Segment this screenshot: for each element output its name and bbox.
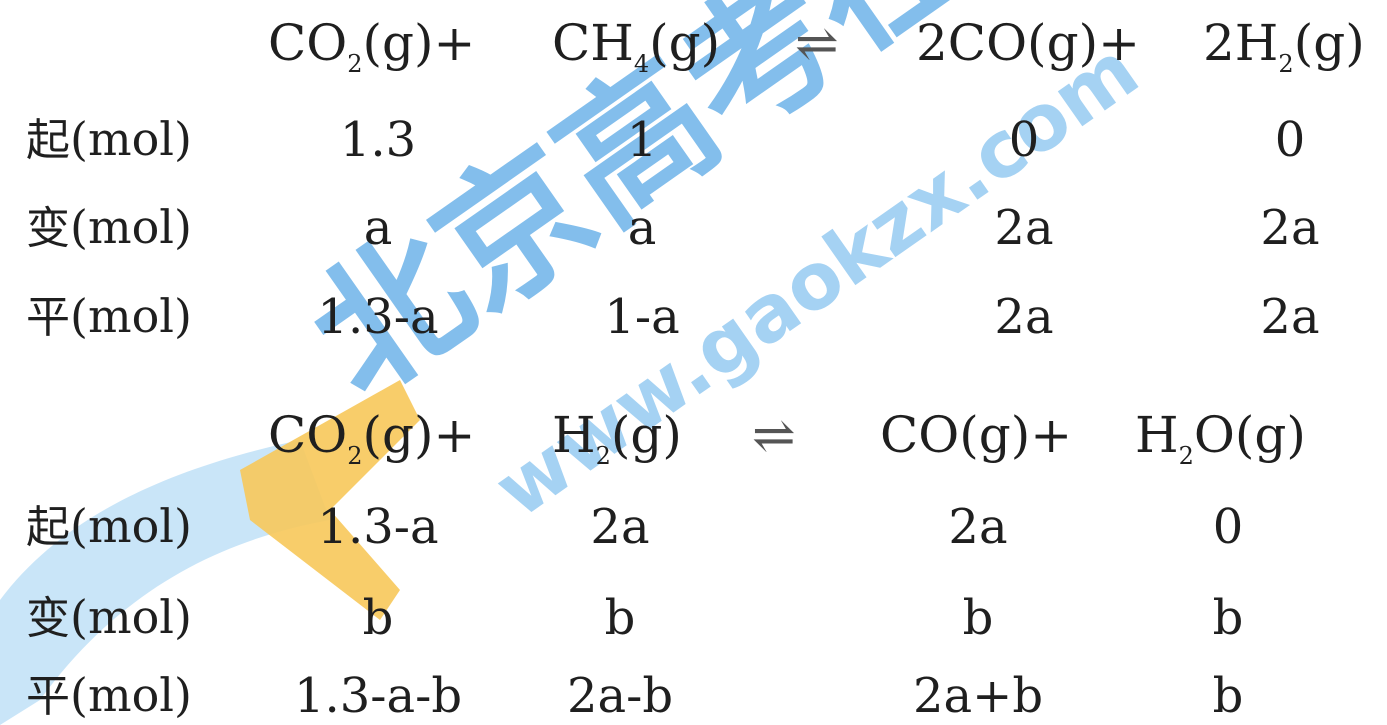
r2-start-co: 2a bbox=[948, 499, 1008, 555]
r2-row-change-label: 变(mol) bbox=[26, 590, 192, 644]
r2-change-co: b bbox=[962, 590, 994, 646]
r2-equilibrium-arrow: ⇌ bbox=[752, 406, 796, 466]
r2-row-eq-label: 平(mol) bbox=[26, 668, 192, 722]
r1-start-co: 0 bbox=[1008, 112, 1040, 168]
r1-row-eq-label: 平(mol) bbox=[26, 289, 192, 343]
r1-start-h2: 0 bbox=[1274, 112, 1306, 168]
watermark-swoosh-orange bbox=[240, 380, 420, 620]
r1-eq-co2: 1.3-a bbox=[317, 289, 439, 345]
r1-start-co2: 1.3 bbox=[339, 112, 417, 168]
r2-change-co2: b bbox=[362, 590, 394, 646]
r1-start-ch4: 1 bbox=[626, 112, 658, 168]
r1-eq-ch4: 1-a bbox=[604, 289, 680, 345]
r2-co2: CO2(g)+ bbox=[268, 406, 476, 470]
r2-change-h2: b bbox=[604, 590, 636, 646]
r2-h2: H2(g) bbox=[552, 406, 682, 470]
r1-change-co2: a bbox=[363, 200, 393, 256]
r2-change-h2o: b bbox=[1212, 590, 1244, 646]
r1-eq-h2: 2a bbox=[1260, 289, 1320, 345]
r2-row-start-label: 起(mol) bbox=[26, 499, 192, 553]
r2-eq-co2: 1.3-a-b bbox=[293, 668, 463, 724]
r1-change-ch4: a bbox=[627, 200, 657, 256]
r1-co: 2CO(g)+ bbox=[916, 14, 1140, 72]
r1-change-h2: 2a bbox=[1260, 200, 1320, 256]
r2-h2o: H2O(g) bbox=[1135, 406, 1306, 470]
r1-h2: 2H2(g) bbox=[1203, 14, 1365, 78]
r2-eq-co: 2a+b bbox=[912, 668, 1044, 724]
r2-start-h2o: 0 bbox=[1212, 499, 1244, 555]
r2-start-h2: 2a bbox=[590, 499, 650, 555]
r1-eq-co: 2a bbox=[994, 289, 1054, 345]
r2-eq-h2o: b bbox=[1212, 668, 1244, 724]
r2-eq-h2: 2a-b bbox=[566, 668, 674, 724]
r1-row-change-label: 变(mol) bbox=[26, 200, 192, 254]
r1-row-start-label: 起(mol) bbox=[26, 112, 192, 166]
r1-change-co: 2a bbox=[994, 200, 1054, 256]
watermark-swoosh-blue bbox=[0, 440, 330, 725]
r1-co2: CO2(g)+ bbox=[268, 14, 476, 78]
r1-equilibrium-arrow: ⇌ bbox=[795, 14, 839, 74]
r2-start-co2: 1.3-a bbox=[317, 499, 439, 555]
r2-co: CO(g)+ bbox=[880, 406, 1073, 464]
r1-ch4: CH4(g) bbox=[552, 14, 721, 78]
